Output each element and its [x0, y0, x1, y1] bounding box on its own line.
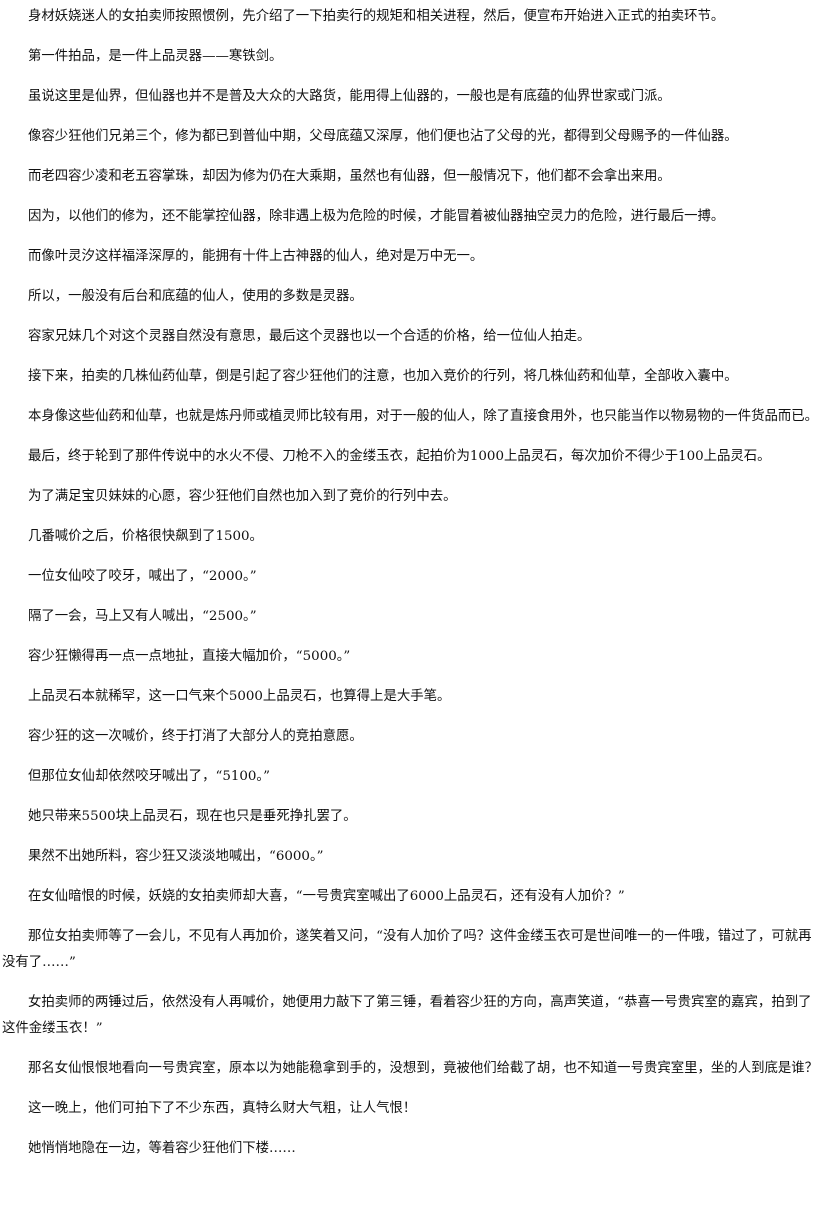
- paragraph: 那名女仙恨恨地看向一号贵宾室，原本以为她能稳拿到手的，没想到，竟被他们给截了胡，…: [28, 1061, 819, 1076]
- paragraph: 身材妖娆迷人的女拍卖师按照惯例，先介绍了一下拍卖行的规矩和相关进程，然后，便宣布…: [28, 9, 725, 24]
- paragraph: 一位女仙咬了咬牙，喊出了，“2000。”: [28, 569, 257, 584]
- paragraph: 最后，终于轮到了那件传说中的水火不侵、刀枪不入的金缕玉衣，起拍价为1000上品灵…: [28, 449, 771, 464]
- paragraph: 虽说这里是仙界，但仙器也并不是普及大众的大路货，能用得上仙器的，一般也是有底蕴的…: [28, 89, 671, 104]
- paragraph: 但那位女仙却依然咬牙喊出了，“5100。”: [28, 769, 270, 784]
- paragraph: 女拍卖师的两锤过后，依然没有人再喊价，她便用力敲下了第三锤，看着容少狂的方向，高…: [2, 995, 812, 1036]
- paragraph: 接下来，拍卖的几株仙药仙草，倒是引起了容少狂他们的注意，也加入竞价的行列，将几株…: [28, 369, 738, 384]
- paragraph: 本身像这些仙药和仙草，也就是炼丹师或植灵师比较有用，对于一般的仙人，除了直接食用…: [28, 409, 819, 424]
- paragraph: 所以，一般没有后台和底蕴的仙人，使用的多数是灵器。: [28, 289, 363, 304]
- paragraph: 因为，以他们的修为，还不能掌控仙器，除非遇上极为危险的时候，才能冒着被仙器抽空灵…: [28, 209, 725, 224]
- paragraph: 她只带来5500块上品灵石，现在也只是垂死挣扎罢了。: [28, 809, 357, 824]
- article-body: 身材妖娆迷人的女拍卖师按照惯例，先介绍了一下拍卖行的规矩和相关进程，然后，便宣布…: [2, 9, 819, 1156]
- paragraph: 隔了一会，马上又有人喊出，“2500。”: [28, 609, 257, 624]
- paragraph: 那位女拍卖师等了一会儿，不见有人再加价，遂笑着又问，“没有人加价了吗？这件金缕玉…: [2, 929, 812, 970]
- paragraph: 她悄悄地隐在一边，等着容少狂他们下楼……: [28, 1141, 296, 1156]
- paragraph: 为了满足宝贝妹妹的心愿，容少狂他们自然也加入到了竞价的行列中去。: [28, 489, 457, 504]
- paragraph: 这一晚上，他们可拍下了不少东西，真特么财大气粗，让人气恨！: [28, 1101, 417, 1116]
- paragraph: 容少狂的这一次喊价，终于打消了大部分人的竞拍意愿。: [28, 729, 363, 744]
- paragraph: 果然不出她所料，容少狂又淡淡地喊出，“6000。”: [28, 849, 324, 864]
- paragraph: 几番喊价之后，价格很快飙到了1500。: [28, 529, 263, 544]
- paragraph: 上品灵石本就稀罕，这一口气来个5000上品灵石，也算得上是大手笔。: [28, 689, 451, 704]
- paragraph: 容少狂懒得再一点一点地扯，直接大幅加价，“5000。”: [28, 649, 351, 664]
- paragraph: 而老四容少凌和老五容掌珠，却因为修为仍在大乘期，虽然也有仙器，但一般情况下，他们…: [28, 169, 671, 184]
- paragraph: 第一件拍品，是一件上品灵器——寒铁剑。: [28, 49, 283, 64]
- paragraph: 在女仙暗恨的时候，妖娆的女拍卖师却大喜，“一号贵宾室喊出了6000上品灵石，还有…: [28, 889, 625, 904]
- paragraph: 像容少狂他们兄弟三个，修为都已到普仙中期，父母底蕴又深厚，他们便也沾了父母的光，…: [28, 129, 738, 144]
- paragraph: 而像叶灵汐这样福泽深厚的，能拥有十件上古神器的仙人，绝对是万中无一。: [28, 249, 484, 264]
- paragraph: 容家兄妹几个对这个灵器自然没有意思，最后这个灵器也以一个合适的价格，给一位仙人拍…: [28, 329, 591, 344]
